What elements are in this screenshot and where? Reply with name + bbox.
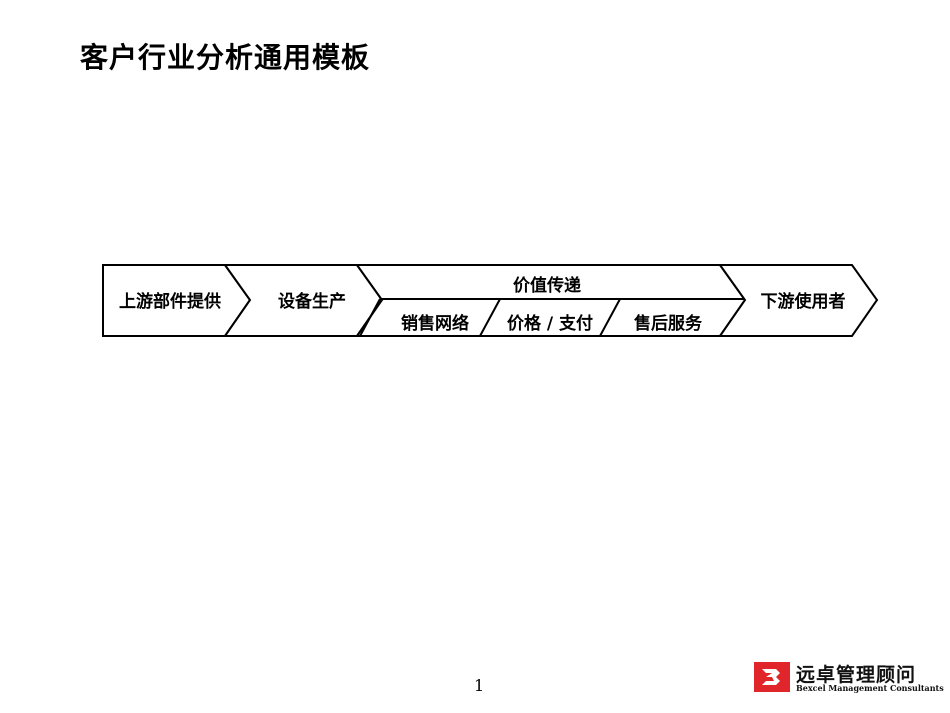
stage-upstream-label: 上游部件提供	[119, 291, 221, 312]
company-logo: 远卓管理顾问 Bexcel Management Consultants	[752, 660, 944, 694]
sub-stage-price-payment-label: 价格 / 支付	[507, 313, 593, 334]
stage-value-delivery-label: 价值传递	[513, 275, 581, 296]
stage-downstream-shape	[718, 264, 879, 337]
stage-downstream-label: 下游使用者	[761, 291, 846, 312]
sub-stage-separator-3	[599, 298, 621, 337]
logo-emblem-icon	[754, 662, 790, 692]
sub-stage-sales-network-label: 销售网络	[401, 313, 469, 334]
sub-stage-separator-2	[479, 298, 501, 337]
sub-stage-after-sales-label: 售后服务	[634, 313, 703, 334]
logo-chinese-name: 远卓管理顾问	[796, 664, 917, 686]
page-title: 客户行业分析通用模板	[80, 41, 371, 74]
sub-stage-separator-1	[359, 298, 381, 337]
logo-english-name: Bexcel Management Consultants	[796, 683, 944, 693]
page-number: 1	[474, 676, 485, 695]
stage-production-label: 设备生产	[278, 291, 346, 312]
